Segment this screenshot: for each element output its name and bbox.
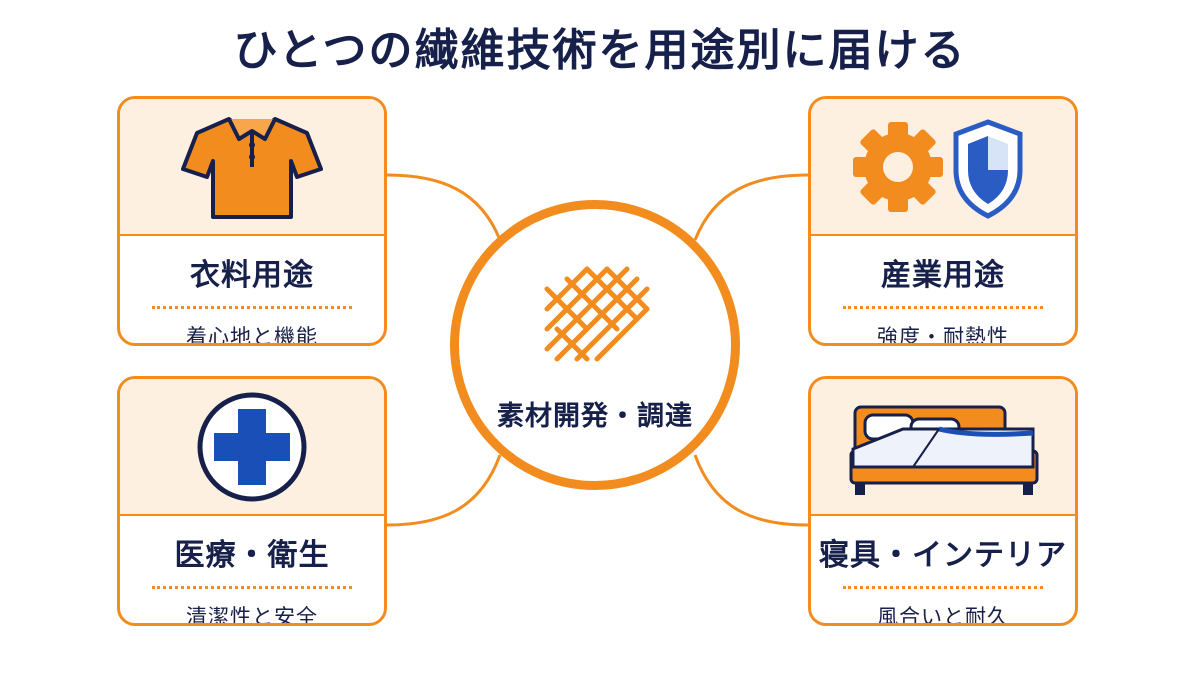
- dotted-divider: [843, 306, 1043, 309]
- card-label: 衣料用途: [190, 258, 314, 293]
- card-label: 医療・衛生: [174, 538, 330, 573]
- card-subtitle: 着心地と機能: [186, 325, 318, 346]
- page-title: ひとつの繊維技術を用途別に届ける: [233, 25, 967, 76]
- bed-icon: [849, 405, 1039, 495]
- card-bedding: 寝具・インテリア 風合いと耐久: [808, 376, 1078, 626]
- polo-shirt-icon: [181, 117, 323, 219]
- card-industrial: 産業用途 強度・耐熱性: [808, 96, 1078, 346]
- card-medical: 医療・衛生 清潔性と安全: [117, 376, 387, 626]
- center-label: 素材開発・調達: [497, 401, 693, 432]
- card-subtitle: 強度・耐熱性: [877, 325, 1009, 346]
- card-subtitle: 清潔性と安全: [186, 605, 318, 626]
- fabric-weave-icon: [544, 266, 650, 362]
- center-hub: 素材開発・調達: [450, 200, 740, 490]
- dotted-divider: [843, 586, 1043, 589]
- dotted-divider: [152, 586, 352, 589]
- medical-cross-icon: [197, 392, 307, 501]
- dotted-divider: [152, 306, 352, 309]
- card-clothing: 衣料用途 着心地と機能: [117, 96, 387, 346]
- card-label: 寝具・インテリア: [819, 538, 1067, 573]
- gear-shield-icon: [853, 118, 1023, 219]
- card-subtitle: 風合いと耐久: [877, 605, 1009, 626]
- card-label: 産業用途: [881, 258, 1005, 293]
- gear-icon: [853, 121, 943, 212]
- shield-icon: [953, 118, 1023, 219]
